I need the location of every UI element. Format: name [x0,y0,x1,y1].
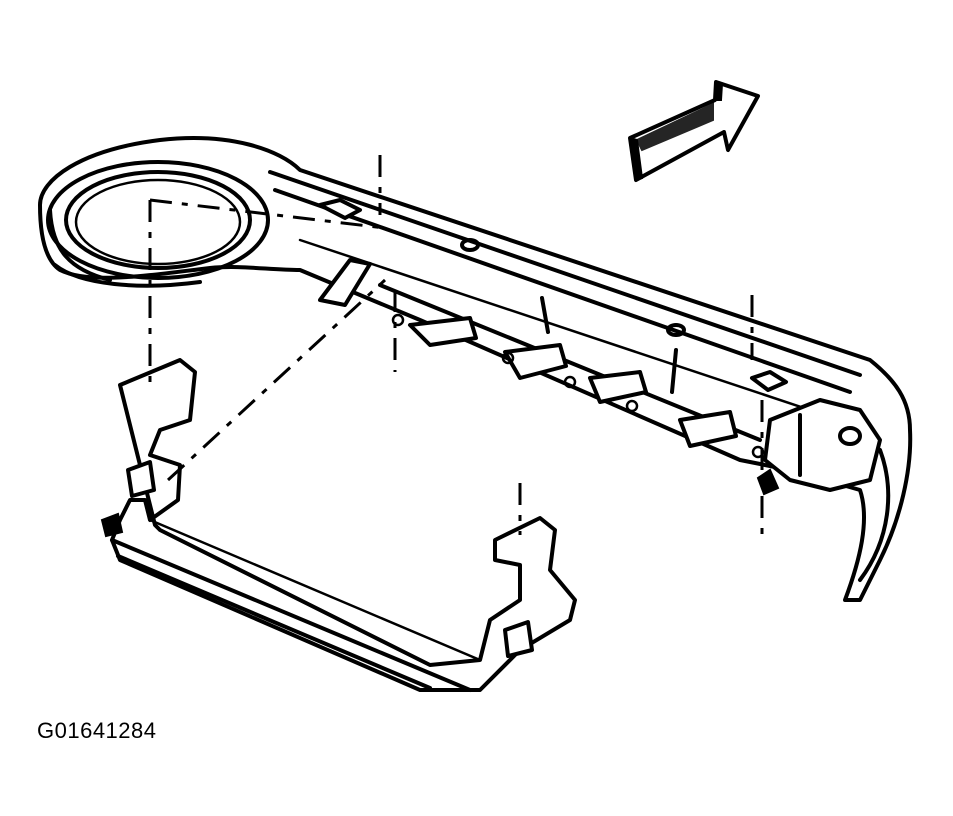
lower-deflector-panel [100,358,577,692]
alignment-lines [148,155,764,540]
upper-shroud-assembly [38,136,913,602]
forward-arrow-icon [628,80,760,182]
figure-id-label: G01641284 [37,718,157,743]
